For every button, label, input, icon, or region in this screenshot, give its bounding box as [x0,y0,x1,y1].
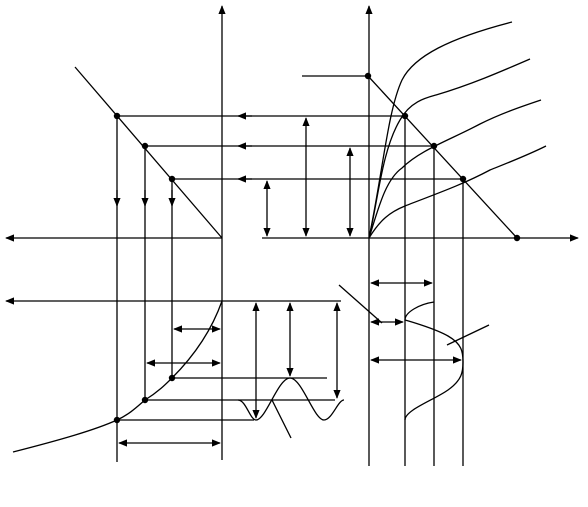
right-load-line [367,75,518,239]
input-sine-leader [446,324,490,346]
point-c1 [113,416,121,424]
point-c3 [168,374,176,382]
lower-right-leader [338,284,383,324]
sine-leader-line [271,399,292,439]
characteristic-curve-3 [368,99,542,239]
input-sine-wave [404,301,464,421]
point-a2 [141,142,149,150]
output-sine-wave [237,377,345,421]
point-b1 [401,112,409,120]
point-a1 [113,112,121,120]
point-b2 [430,142,438,150]
point-b0 [364,72,372,80]
point-b4 [513,234,521,242]
point-c2 [141,396,149,404]
characteristic-curve-2 [368,58,531,239]
point-a3 [168,175,176,183]
left-diagonal-line [74,66,223,239]
characteristic-curve-4 [368,145,547,239]
characteristic-curve-1 [368,21,513,239]
point-b3 [459,175,467,183]
